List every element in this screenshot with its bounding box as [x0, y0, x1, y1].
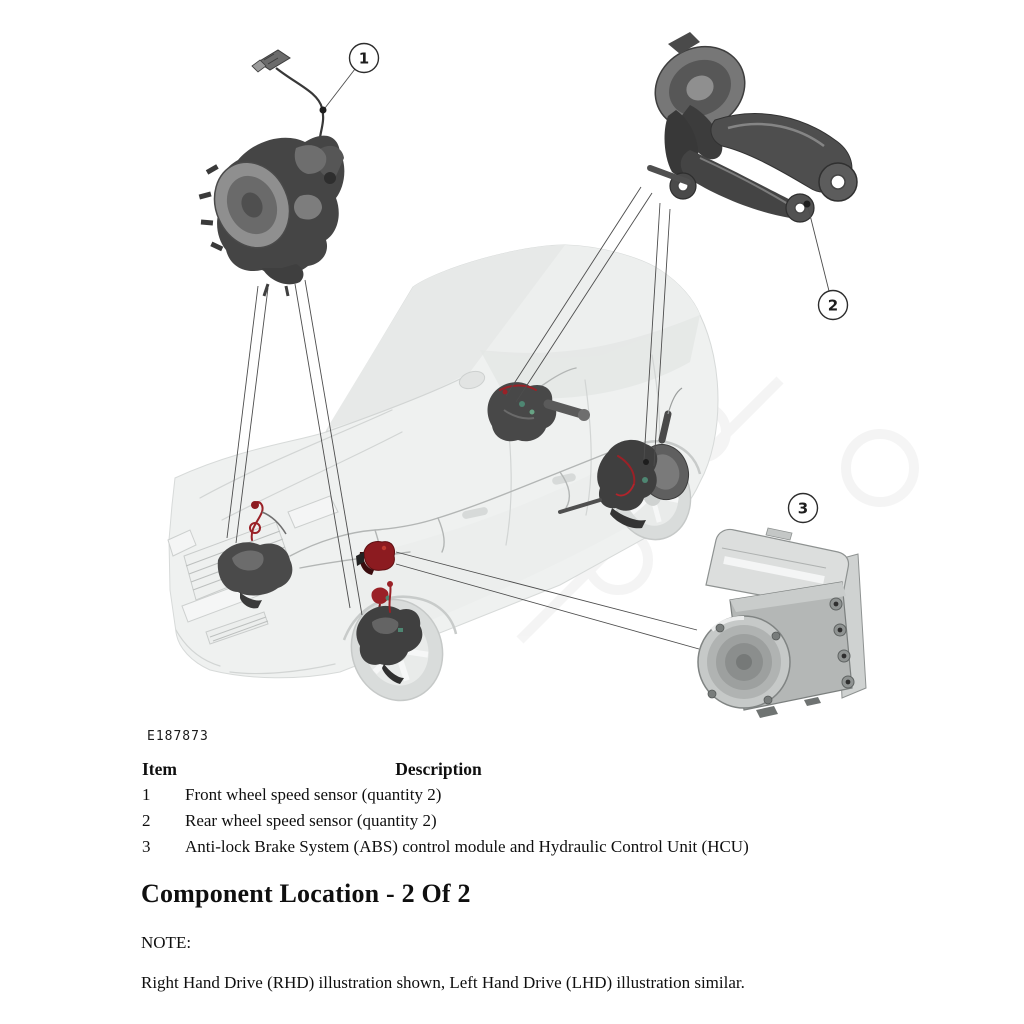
rear-right-knuckle-in-vehicle [558, 387, 690, 529]
abs-module-detail [697, 527, 867, 718]
item-number: 1 [142, 785, 151, 804]
headlamp-left [167, 529, 197, 557]
callout-1-circle [348, 42, 380, 74]
callout-3-number: 3 [798, 500, 808, 518]
table-row: 1 Front wheel speed sensor (quantity 2) [142, 782, 822, 808]
callout-1: 1 [319, 42, 380, 114]
item-number: 3 [142, 837, 151, 856]
table-row: 3 Anti-lock Brake System (ABS) control m… [142, 834, 822, 860]
leader-dot [643, 459, 649, 465]
figure-code: E187873 [147, 729, 209, 744]
callout-1-anchor-dot [319, 106, 327, 114]
description-column-header: Description [395, 759, 482, 779]
callout-2-circle [817, 289, 849, 321]
front-left-hub-assembly [217, 501, 293, 609]
front-right-knuckle-in-vehicle [356, 581, 423, 684]
item-column-header: Item [142, 759, 177, 779]
front-knuckle-detail [198, 49, 345, 297]
component-location-diagram: 1 2 3 [167, 32, 919, 718]
item-description: Front wheel speed sensor (quantity 2) [185, 785, 442, 804]
windshield [326, 245, 565, 430]
callout-3-circle [787, 492, 819, 524]
item-description-table: Item Description 1 Front wheel speed sen… [142, 756, 822, 860]
section-heading: Component Location - 2 Of 2 [141, 879, 471, 908]
leader-lines [226, 186, 700, 650]
callout-1-number: 1 [359, 50, 369, 68]
side-glass-band [480, 315, 700, 399]
callout-2-number: 2 [828, 297, 838, 315]
rear-knuckle-detail [647, 32, 858, 223]
side-mirror [458, 370, 486, 390]
note-label: NOTE: [141, 933, 192, 952]
item-description: Rear wheel speed sensor (quantity 2) [185, 811, 437, 830]
front-sensor-connector [251, 501, 259, 509]
callout-3: 3 [787, 492, 819, 524]
callout-2-anchor-dot [803, 200, 811, 208]
door-handle [462, 507, 488, 519]
hcu-module-in-vehicle [356, 541, 395, 575]
table-header-row: Item Description [142, 756, 822, 782]
item-description: Anti-lock Brake System (ABS) control mod… [185, 837, 749, 856]
rear-left-knuckle-in-vehicle [487, 382, 590, 442]
vehicle-ghost [167, 244, 719, 702]
lower-intake [205, 611, 269, 645]
note-text: Right Hand Drive (RHD) illustration show… [141, 973, 745, 992]
callout-2: 2 [803, 200, 849, 321]
front-wheel-arch [342, 595, 458, 641]
headlamp-right [287, 495, 339, 529]
item-number: 2 [142, 811, 151, 830]
table-row: 2 Rear wheel speed sensor (quantity 2) [142, 808, 822, 834]
